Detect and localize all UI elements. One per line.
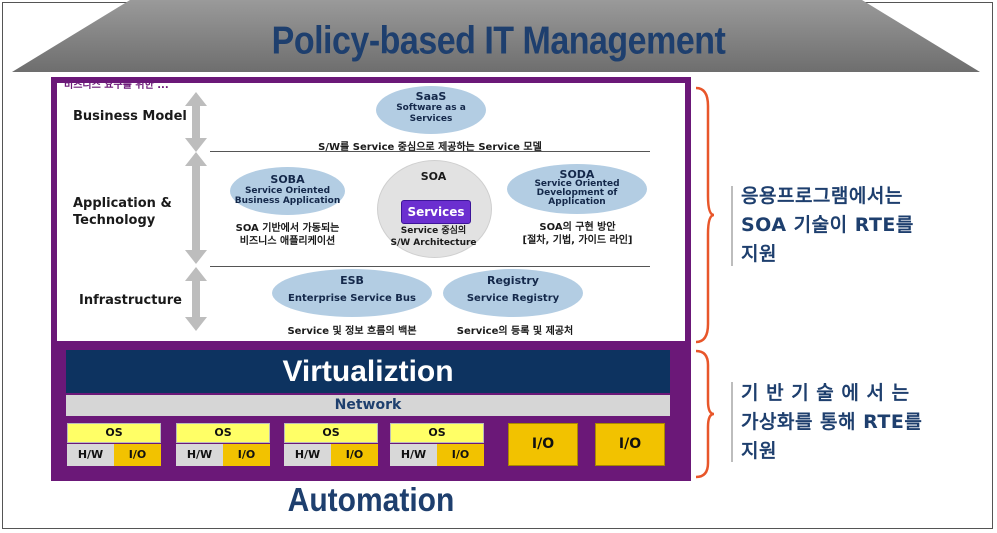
row-label-infrastructure: Infrastructure: [79, 293, 182, 308]
brace-lower: [695, 349, 715, 479]
services-button[interactable]: Services: [401, 200, 471, 224]
page-title: Policy-based IT Management: [271, 19, 726, 63]
soa-caption: Service 중심의 S/W Architecture: [390, 226, 477, 248]
truncated-heading: 비즈니스 요구를 위한 ...: [64, 80, 169, 91]
soda-subtitle: Service Oriented Development of Applicat…: [534, 179, 620, 207]
row-label-business: Business Model: [73, 109, 187, 124]
esb-title: ESB: [340, 274, 364, 287]
virtualization-banner: Virtualiztion: [66, 350, 670, 393]
soba-subtitle: Service Oriented Business Application: [234, 186, 341, 206]
os-block: OS: [390, 423, 484, 443]
os-block: OS: [176, 423, 270, 443]
io-block: I/O: [114, 444, 161, 466]
hw-block: H/W: [176, 444, 223, 466]
esb-subtitle: Enterprise Service Bus: [288, 293, 416, 304]
arrow-business: [185, 92, 207, 152]
side-note-infrastructure: 기 반 기 술 에 서 는 가상화를 통해 RTE를 지원: [741, 382, 923, 462]
side-bar: [731, 382, 733, 462]
os-block: OS: [67, 423, 161, 443]
os-block: OS: [284, 423, 378, 443]
saas-caption: S/W를 Service 중심으로 제공하는 Service 모델: [318, 142, 542, 153]
io-block: I/O: [437, 444, 484, 466]
brace-upper: [695, 86, 715, 344]
side-bar: [731, 186, 733, 266]
hw-block: H/W: [67, 444, 114, 466]
side-note-application: 응용프로그램에서는 SOA 기술이 RTE를 지원: [741, 185, 914, 265]
roof-shape: [12, 0, 980, 72]
arrow-application: [185, 152, 207, 264]
hw-block: H/W: [284, 444, 331, 466]
row-label-application: Application & Technology: [73, 196, 172, 228]
registry-ellipse: Registry Service Registry: [443, 269, 583, 317]
separator-line: [210, 266, 650, 267]
saas-ellipse: SaaS Software as a Services: [376, 86, 486, 134]
soba-ellipse: SOBA Service Oriented Business Applicati…: [230, 167, 345, 215]
soda-ellipse: SODA Service Oriented Development of App…: [507, 164, 647, 214]
soda-title: SODA: [559, 168, 595, 181]
io-device-block: I/O: [595, 423, 665, 466]
hw-block: H/W: [390, 444, 437, 466]
io-block: I/O: [331, 444, 378, 466]
io-block: I/O: [223, 444, 270, 466]
arrow-infrastructure: [185, 267, 207, 331]
registry-caption: Service의 등록 및 제공처: [456, 326, 574, 337]
network-bar: Network: [66, 395, 670, 416]
esb-caption: Service 및 정보 흐름의 백본: [287, 326, 417, 337]
automation-label: Automation: [287, 482, 455, 519]
registry-title: Registry: [487, 274, 539, 287]
registry-subtitle: Service Registry: [466, 293, 560, 304]
saas-subtitle: Software as a Services: [396, 103, 466, 124]
soda-caption: SOA의 구현 방안 [절차, 기법, 가이드 라인]: [522, 222, 633, 246]
soba-caption: SOA 기반에서 가동되는 비즈니스 애플리케이션: [235, 223, 340, 247]
saas-title: SaaS: [415, 90, 447, 103]
io-device-block: I/O: [508, 423, 578, 466]
soa-title: SOA: [420, 170, 447, 183]
esb-ellipse: ESB Enterprise Service Bus: [272, 269, 432, 317]
soba-title: SOBA: [270, 173, 305, 186]
separator-line: [210, 151, 650, 152]
